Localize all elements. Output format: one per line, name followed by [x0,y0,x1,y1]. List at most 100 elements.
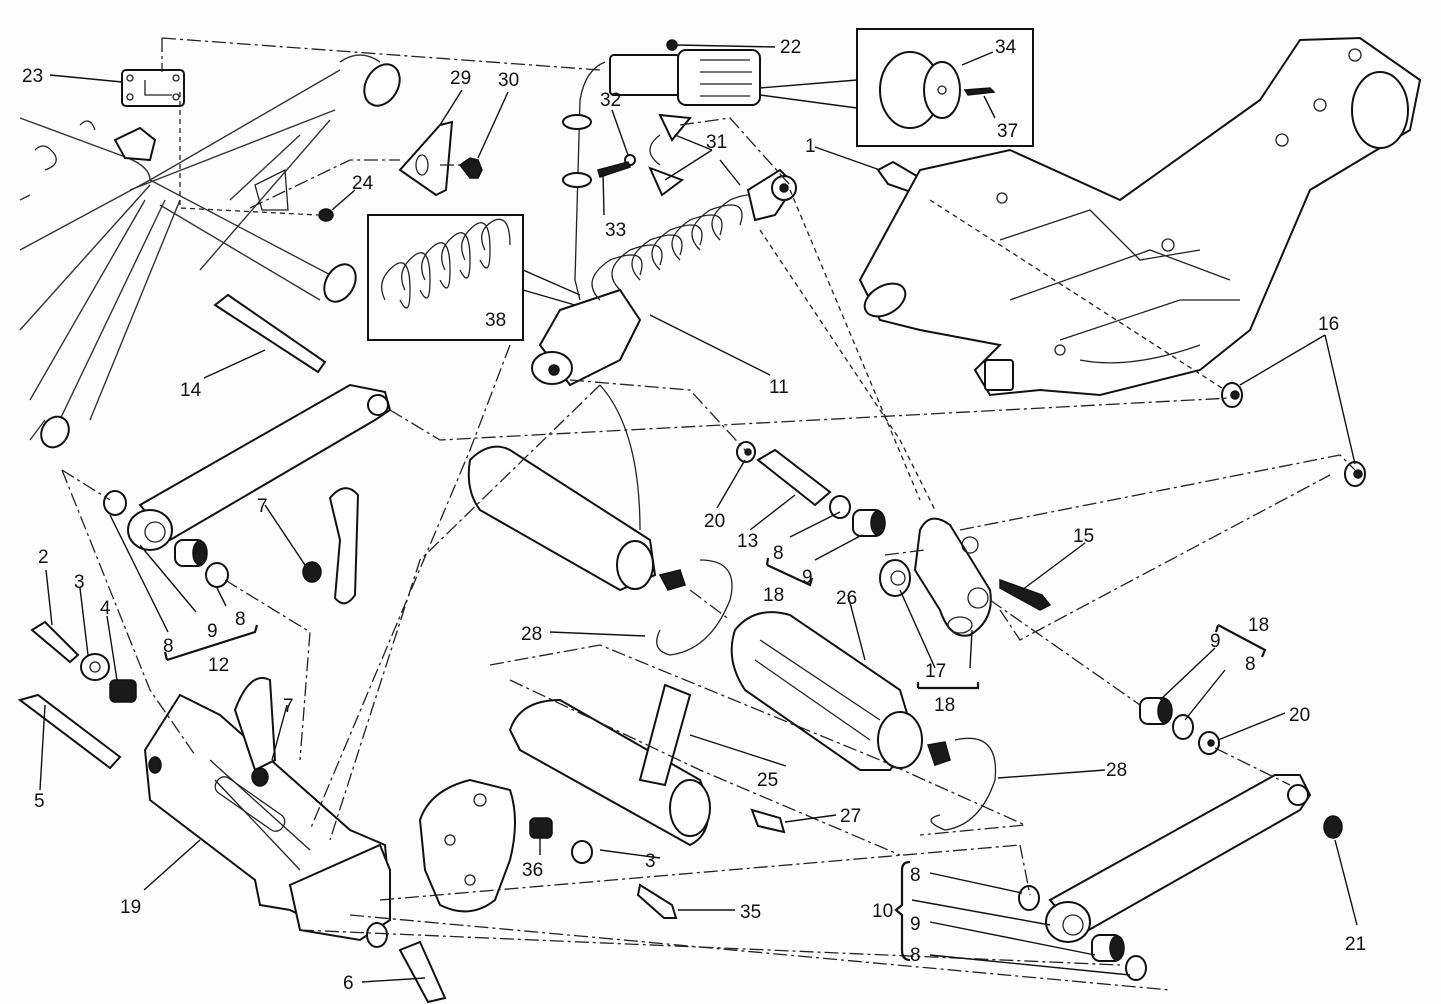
part-8-seal-left-top [103,490,127,516]
callout-9-kit10: 9 [910,914,921,935]
part-33-screw [597,161,631,178]
part-17-bushing [879,559,911,597]
callout-10: 10 [872,901,893,922]
part-14-bolt [213,293,327,374]
part-8-seal-right [1172,714,1194,740]
part-28-clamp-lower [927,737,997,831]
callout-16: 16 [1318,314,1339,335]
part-10-connecting-rod [1045,774,1312,943]
callout-28-upper: 28 [521,624,542,645]
part-36-spacer [529,817,553,839]
callout-36: 36 [522,860,543,881]
callout-32: 32 [600,90,621,111]
part-3-washer-left [80,653,110,681]
callout-38: 38 [485,310,506,331]
part-24-screw [318,208,334,222]
part-4-spacer [109,679,137,703]
callout-7-lower: 7 [283,696,294,717]
leader-lines [39,44,1358,983]
part-18-rocker [913,517,992,637]
callout-28-lower: 28 [1106,760,1127,781]
callout-22: 22 [780,37,801,58]
part-2-bolt [30,620,80,664]
callout-19: 19 [120,897,141,918]
part-31-cable-clip [648,113,692,197]
callout-15: 15 [1073,526,1094,547]
part-28-clamp-upper [656,559,733,656]
callout-8-left-b: 8 [235,609,246,630]
callout-1: 1 [805,136,816,157]
part-6-pin [398,940,447,1004]
callout-18-upper: 18 [763,585,784,606]
inset-knob-detail [759,28,1034,147]
part-9-bushing-left [174,539,208,567]
part-8-seal-lower-right-bottom [1125,955,1147,981]
callout-35: 35 [740,902,761,923]
callout-12: 12 [208,655,229,676]
part-21-nut [1323,815,1343,839]
part-29-bracket [398,120,454,197]
part-13-spacer [756,448,832,507]
part-5-pin [17,693,122,770]
callout-14: 14 [180,380,202,401]
callout-26: 26 [836,588,857,609]
part-20-washer-middle [736,441,756,463]
shock-spring [591,194,762,301]
chain-guide-plate [418,778,516,913]
frame-assembly [19,54,401,449]
part-16-nut-lower [1344,461,1366,487]
part-35-screw [636,883,678,919]
swingarm [858,36,1422,397]
part-7-nut [302,561,322,583]
callout-21: 21 [1345,934,1366,955]
callout-23: 23 [22,66,43,87]
callout-25: 25 [757,770,778,791]
callout-7-upper: 7 [257,496,268,517]
callout-11: 11 [769,377,789,398]
part-30-screw [458,157,483,179]
callout-9-middle: 9 [802,567,813,588]
part-23-plate [121,69,185,107]
callout-5: 5 [34,791,45,812]
callout-3-right: 3 [645,851,656,872]
small-bracket-upper [328,487,360,605]
callout-labels: 23 29 30 24 22 32 31 33 34 37 1 38 11 14… [22,37,1366,994]
callout-24: 24 [352,173,374,194]
alignment-lines [61,37,1356,991]
callout-33: 33 [605,220,626,241]
part-15-bolt [999,578,1052,611]
callout-6: 6 [343,973,354,994]
callout-34: 34 [995,37,1017,58]
callout-27: 27 [840,806,861,827]
callout-9-right: 9 [1210,631,1221,652]
part-9-bushing-right [1139,697,1173,725]
part-8-seal-middle [829,495,851,519]
part-20-washer-right [1198,731,1220,755]
part-8-seal-left-bottom [205,562,229,588]
part-9-bushing-middle [852,509,886,537]
part-27-screw [750,808,786,834]
callout-2: 2 [38,547,49,568]
callout-17: 17 [925,661,946,682]
callout-8-kit10-top: 8 [910,865,921,886]
callout-9-left: 9 [207,621,218,642]
callout-30: 30 [498,70,519,91]
inset-spring-detail [367,214,581,341]
callout-4: 4 [100,598,111,619]
part-26-reservoir-cover [730,611,923,771]
part-8-seal-lower-right-top [1018,885,1040,911]
callout-18-rocker: 18 [934,695,955,716]
part-3-washer-right [571,840,593,864]
shock-reservoir [467,445,686,592]
callout-29: 29 [450,68,471,89]
callout-8-kit10-bottom: 8 [910,945,921,966]
callout-31: 31 [706,132,727,153]
callout-8-middle: 8 [773,543,784,564]
part-22-adjuster [609,39,761,106]
callout-37: 37 [997,121,1018,142]
callout-13: 13 [737,531,758,552]
part-12-connecting-rod [127,383,392,551]
part-16-nut-upper [1221,382,1243,408]
kit-brackets [163,557,1267,962]
